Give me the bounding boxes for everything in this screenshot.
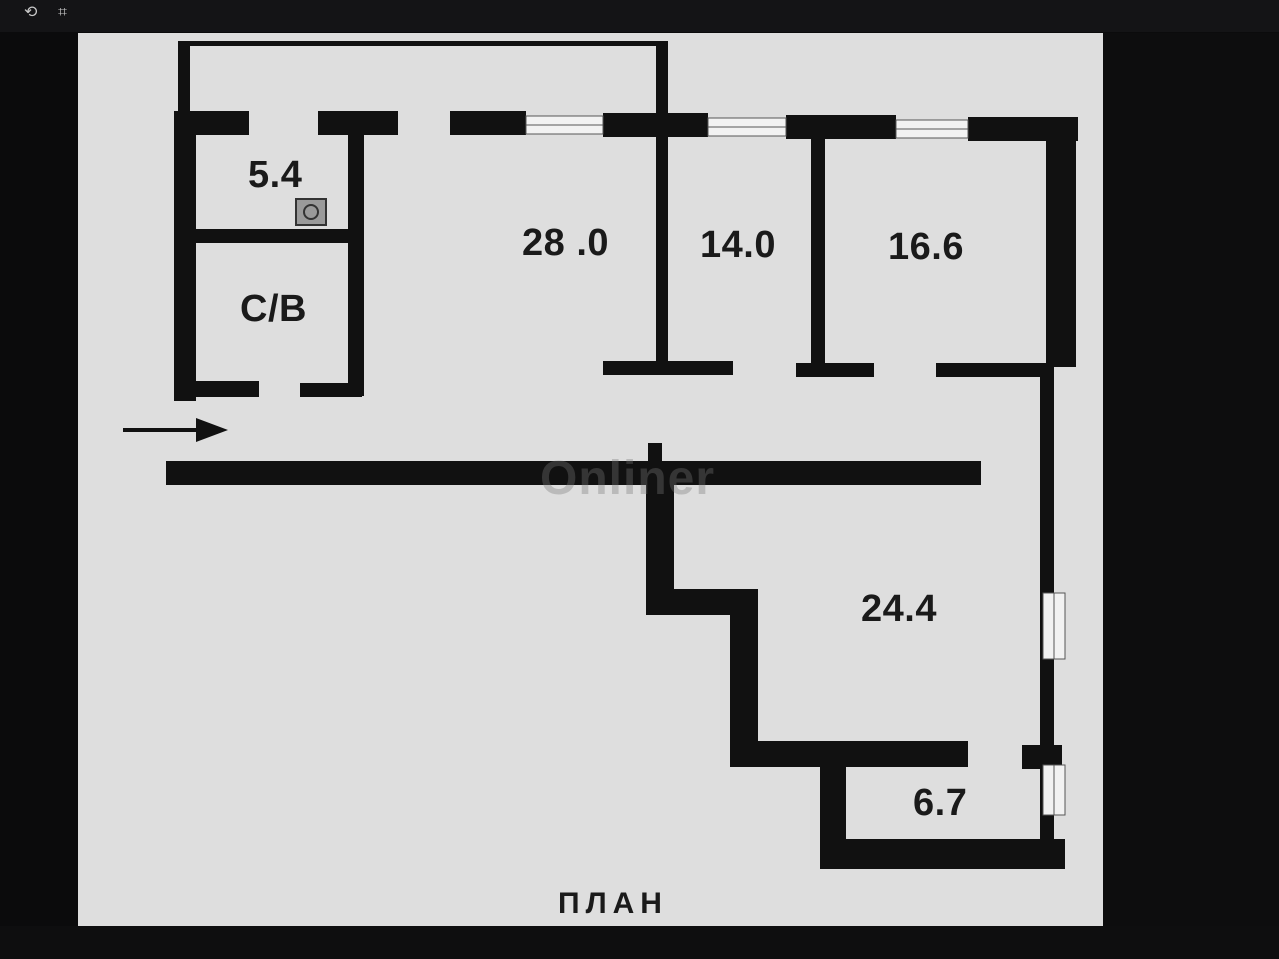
wall-door-stub-3 [936,363,1046,377]
wall-top-seg-5 [786,115,896,139]
wall-corridor-post [648,443,662,473]
wall-top-strip [178,41,668,46]
watermark: Onliner [540,452,716,505]
wall-bath-bottom-2 [300,383,362,397]
wall-bedroom-divider [811,133,825,373]
wall-left-rooms-right [348,111,364,396]
crop-icon[interactable]: ⌗ [58,4,68,21]
wall-top-seg-3 [450,111,526,135]
rotate-icon[interactable]: ⟲ [24,4,38,21]
floor-plan-photo: Onliner 5.4 С/В 28 .0 14.0 16.6 24.4 6.7… [78,33,1103,926]
screen-bezel-bottom [0,926,1279,959]
room-area-16-6: 16.6 [888,226,964,268]
wall-corridor [166,461,981,485]
floor-plan-drawing [123,41,1078,869]
wall-step-4 [730,741,968,767]
wall-door-stub-2 [796,363,874,377]
wall-center-vertical [656,43,668,373]
wall-top-seg-4 [603,113,708,137]
wall-top-left-post [178,41,190,121]
wall-step-3 [730,589,758,765]
vent-icon [295,198,327,226]
wall-bath-divider [188,229,360,243]
viewer-toolbar: ⟲ ⌗ [0,0,1279,32]
room-label-bathroom: С/В [240,288,307,330]
room-area-14: 14.0 [700,224,776,266]
wall-balcony-bottom [820,839,1065,869]
room-area-28: 28 .0 [522,222,610,264]
room-area-5-4: 5.4 [248,154,303,196]
screen-bezel-right [1103,33,1279,926]
wall-bath-bottom-1 [174,381,259,397]
entrance-arrow-icon [123,418,228,442]
room-area-6-7: 6.7 [913,782,968,824]
wall-door-stub-1 [603,361,733,375]
room-area-24-4: 24.4 [861,588,937,630]
wall-left-outer [174,111,196,401]
wall-right-upper [1046,117,1076,367]
plan-title: ПЛАН [558,887,668,920]
